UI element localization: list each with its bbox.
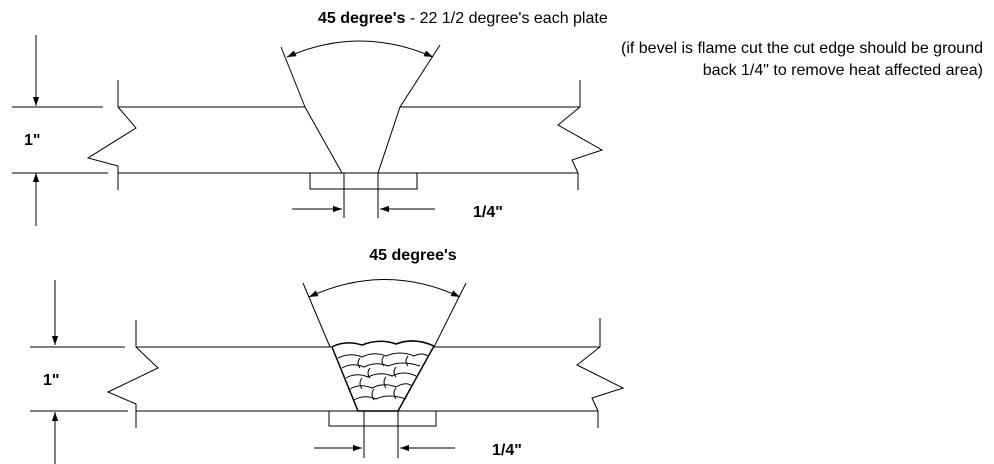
top-bevel-extension-right (399, 44, 441, 108)
bottom-angle-arc (308, 279, 461, 298)
bottom-bevel-extension-right (433, 282, 467, 348)
bottom-thickness-label: 1" (43, 372, 59, 389)
top-weld-diagram: 1" 1/4" 45 d (12, 10, 983, 226)
top-note-line-1: (if bevel is flame cut the cut edge shou… (621, 40, 983, 57)
top-angle-label: 45 degree's - 22 1/2 degree's each plate (318, 10, 608, 27)
top-gap-label: 1/4" (473, 204, 503, 221)
bottom-left-plate (106, 320, 358, 428)
bottom-bevel-extension-left (302, 282, 331, 348)
top-left-break-line (86, 106, 137, 173)
bottom-right-break-line (576, 346, 625, 412)
top-angle-arc (286, 40, 434, 58)
bottom-weld-diagram: 45 degree's 1" (30, 247, 625, 464)
top-thickness-label: 1" (24, 132, 40, 149)
top-bevel-extension-left (280, 46, 306, 108)
bottom-backing-strip (328, 410, 437, 427)
top-backing-strip (309, 172, 418, 190)
bottom-left-break-line (106, 346, 159, 411)
top-note-line-2: back 1/4" to remove heat affected area) (703, 62, 983, 79)
top-left-plate (86, 80, 343, 190)
bottom-angle-label: 45 degree's (369, 247, 457, 264)
bottom-gap-label: 1/4" (492, 442, 522, 459)
top-right-break-line (557, 106, 604, 174)
weld-bead (331, 340, 436, 412)
